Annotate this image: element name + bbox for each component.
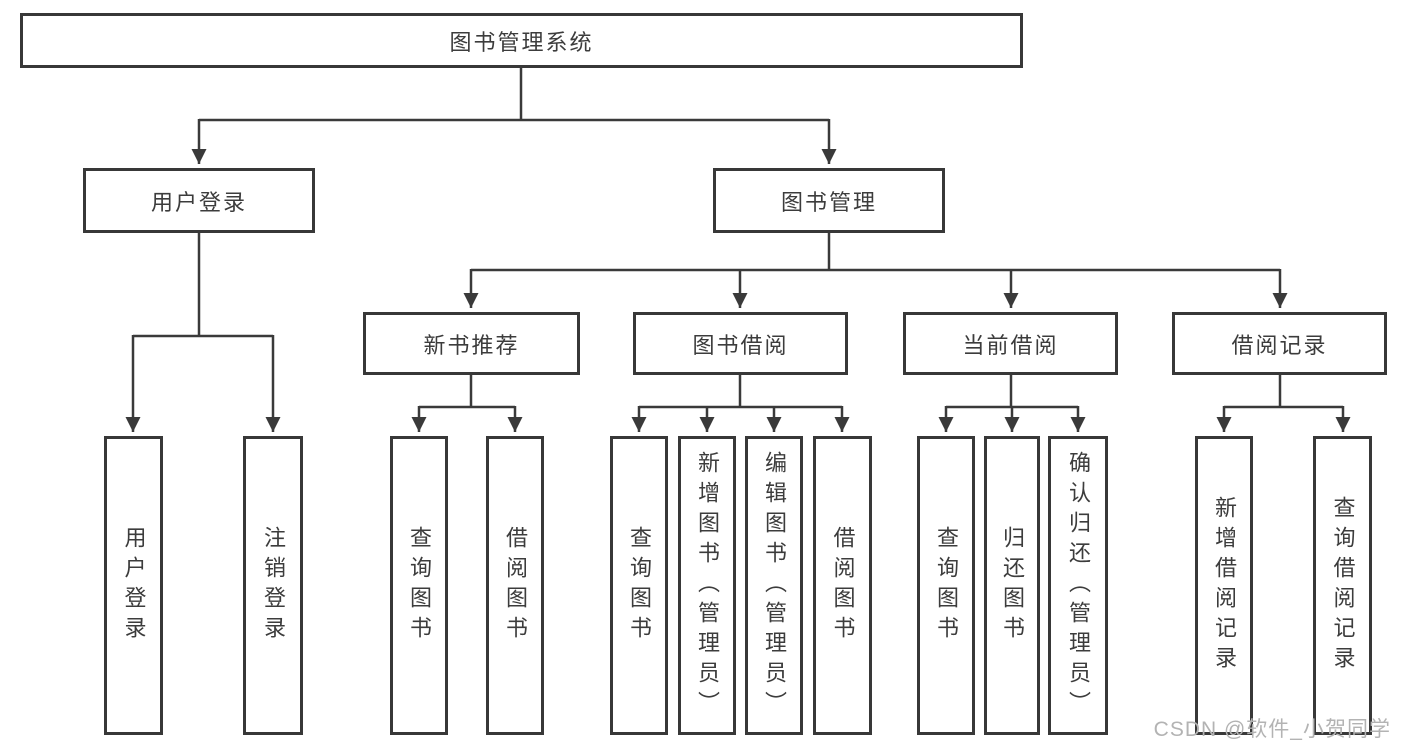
node-book-management-label: 图书管理 [780, 189, 877, 215]
node-book-management: 图书管理 [713, 168, 945, 233]
leaf-return-book: 归还图书 [984, 436, 1040, 735]
leaf-confirm-return-admin: 确认归还（管理员） [1048, 436, 1108, 735]
leaf-borrow-books-1: 借阅图书 [486, 436, 544, 735]
leaf-query-borrow-record: 查询借阅记录 [1313, 436, 1372, 735]
leaf-return-book-label: 归还图书 [1000, 525, 1025, 646]
node-book-borrowing: 图书借阅 [633, 312, 848, 375]
node-borrow-records: 借阅记录 [1172, 312, 1387, 375]
node-root-label: 图书管理系统 [449, 29, 594, 55]
node-borrow-records-label: 借阅记录 [1231, 332, 1328, 358]
leaf-borrow-books-2: 借阅图书 [813, 436, 872, 735]
leaf-query-books-1: 查询图书 [390, 436, 448, 735]
leaf-add-book-admin-label: 新增图书（管理员） [695, 450, 720, 721]
watermark: CSDN @软件_小贺同学 [1153, 718, 1391, 741]
node-new-book-recommend-label: 新书推荐 [423, 332, 520, 358]
node-new-book-recommend: 新书推荐 [363, 312, 580, 375]
leaf-query-books-3: 查询图书 [917, 436, 975, 735]
leaf-query-books-1-label: 查询图书 [407, 525, 432, 646]
node-current-borrowing: 当前借阅 [903, 312, 1118, 375]
leaf-add-borrow-record: 新增借阅记录 [1195, 436, 1253, 735]
leaf-edit-book-admin-label: 编辑图书（管理员） [762, 450, 787, 721]
leaf-query-books-2: 查询图书 [610, 436, 668, 735]
leaf-query-books-2-label: 查询图书 [627, 525, 652, 646]
leaf-query-books-3-label: 查询图书 [934, 525, 959, 646]
leaf-edit-book-admin: 编辑图书（管理员） [745, 436, 803, 735]
leaf-logout-login: 注销登录 [243, 436, 303, 735]
leaf-user-login-label: 用户登录 [121, 525, 147, 646]
node-user-login: 用户登录 [83, 168, 315, 233]
node-current-borrowing-label: 当前借阅 [962, 332, 1059, 358]
node-book-borrowing-label: 图书借阅 [692, 332, 789, 358]
node-user-login-label: 用户登录 [150, 189, 247, 215]
leaf-borrow-books-1-label: 借阅图书 [503, 525, 528, 646]
leaf-user-login: 用户登录 [104, 436, 163, 735]
leaf-query-borrow-record-label: 查询借阅记录 [1330, 495, 1356, 676]
leaf-confirm-return-admin-label: 确认归还（管理员） [1066, 450, 1091, 721]
leaf-add-borrow-record-label: 新增借阅记录 [1212, 495, 1237, 676]
leaf-add-book-admin: 新增图书（管理员） [678, 436, 736, 735]
leaf-logout-login-label: 注销登录 [261, 525, 286, 646]
leaf-borrow-books-2-label: 借阅图书 [830, 525, 856, 646]
node-root: 图书管理系统 [20, 13, 1023, 68]
